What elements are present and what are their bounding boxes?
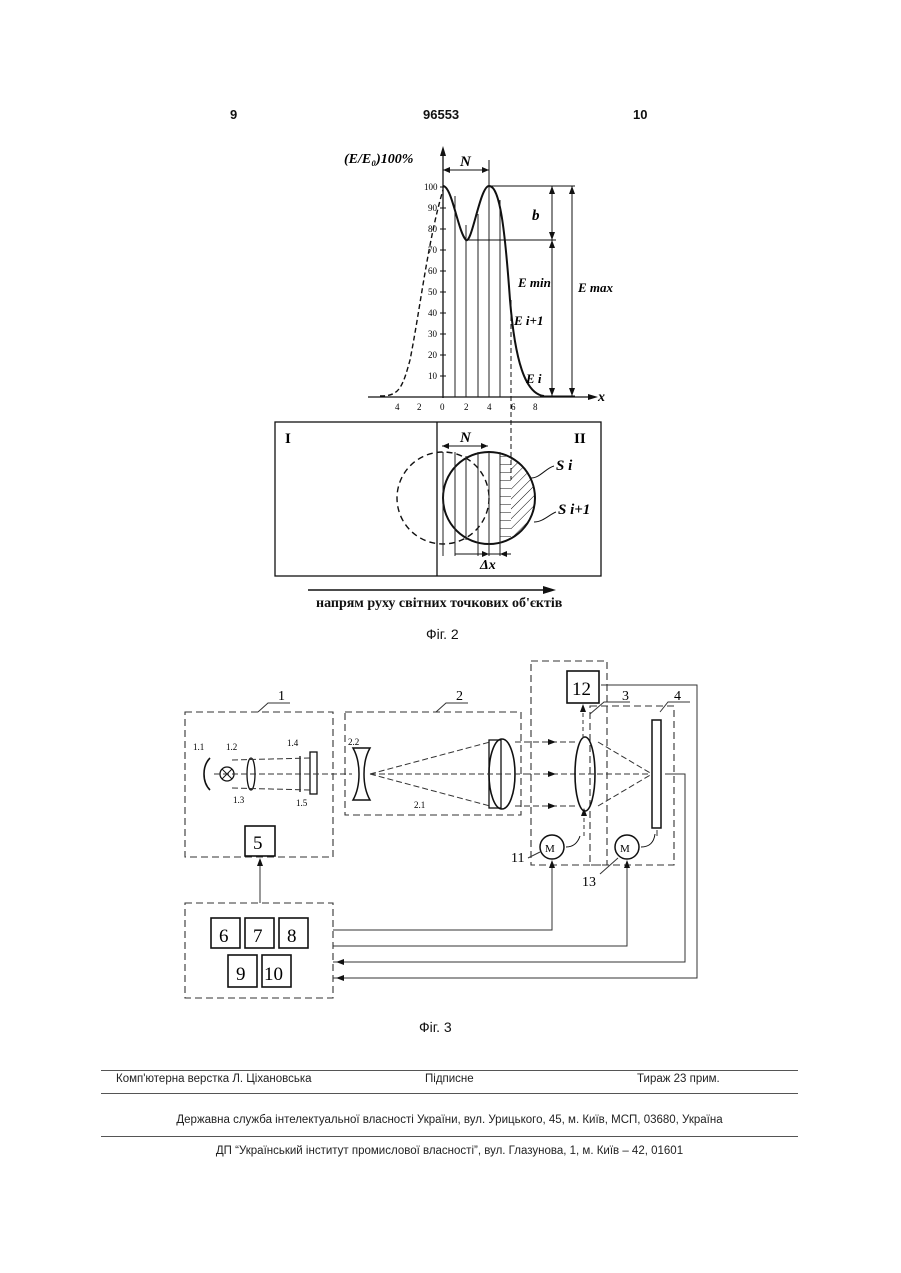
fig3-label-1: 1 <box>278 689 285 704</box>
fig3-label-10: 10 <box>264 964 283 985</box>
fig3-receiver <box>652 720 661 828</box>
fig3-label-12: 12 <box>572 679 591 700</box>
figure-2: (E/E₀)100% x 100 90 80 70 60 50 40 30 20… <box>0 140 901 620</box>
figure-3: 1 2 3 4 1.1 1.2 1.3 1.4 1.5 2.2 2.1 <box>0 650 901 1020</box>
patent-number: 96553 <box>423 107 459 122</box>
fig2-label-e-min: E min <box>517 275 551 290</box>
footer-rule-bottom <box>101 1136 798 1137</box>
fig3-label-11: 11 <box>511 851 524 866</box>
fig3-motor-11-label: M <box>545 843 555 855</box>
fig2-x-tick: 2 <box>464 402 469 412</box>
fig2-x-tick: 4 <box>395 402 400 412</box>
fig2-field-panel <box>275 422 601 576</box>
fig2-segment-s-i <box>511 450 541 546</box>
fig3-label-1-2: 1.2 <box>226 742 237 752</box>
fig2-x-tick: 2 <box>417 402 422 412</box>
fig2-intensity-curve <box>443 186 544 396</box>
fig2-y-arrow <box>440 146 446 156</box>
fig2-zone-i: I <box>285 431 291 447</box>
fig3-label-4: 4 <box>674 689 681 704</box>
fig2-label-n-bottom: N <box>459 430 472 446</box>
footer-rule-top <box>101 1070 798 1071</box>
fig2-label-e-i: E i <box>525 371 542 386</box>
fig3-label-13: 13 <box>582 875 596 890</box>
fig2-label-e-i1: E i+1 <box>513 313 543 328</box>
fig2-label-dx: Δx <box>479 558 496 573</box>
fig3-label-5: 5 <box>253 833 263 854</box>
fig3-lens-2-2 <box>353 748 370 800</box>
fig2-label-b: b <box>532 208 540 224</box>
page-number-right: 10 <box>633 107 647 122</box>
fig3-label-1-4: 1.4 <box>287 738 299 748</box>
footer-service: Державна служба інтелектуальної власност… <box>101 1114 798 1126</box>
page-number-left: 9 <box>230 107 237 122</box>
fig2-x-tick: 6 <box>511 402 516 412</box>
footer-signed: Підписне <box>425 1073 474 1085</box>
fig3-label-1-1: 1.1 <box>193 742 204 752</box>
fig2-y-tick: 30 <box>428 329 438 339</box>
fig3-block-2-frame <box>345 712 521 815</box>
fig3-label-2: 2 <box>456 689 463 704</box>
fig2-y-tick: 50 <box>428 287 438 297</box>
fig2-direction-text: напрям руху світних точкових об'єктів <box>316 596 562 612</box>
footer-circulation: Тираж 23 прим. <box>637 1073 720 1085</box>
fig2-x-tick: 0 <box>440 402 445 412</box>
fig2-x-tick: 4 <box>487 402 492 412</box>
fig3-caption: Фіг. 3 <box>419 1019 452 1035</box>
fig3-label-8: 8 <box>287 926 297 947</box>
fig2-y-tick: 60 <box>428 266 438 276</box>
fig2-label-s-i1: S i+1 <box>558 502 590 518</box>
fig2-x-tick: 8 <box>533 402 538 412</box>
fig3-label-9: 9 <box>236 964 246 985</box>
fig2-y-axis-label: (E/E₀)100% <box>344 152 413 167</box>
fig2-caption: Фіг. 2 <box>426 626 459 642</box>
fig3-label-7: 7 <box>253 926 263 947</box>
fig3-reflector <box>204 758 210 790</box>
footer-typesetting: Комп'ютерна верстка Л. Ціхановська <box>116 1073 312 1085</box>
fig2-y-tick: 20 <box>428 350 438 360</box>
fig2-x-arrow <box>588 394 598 400</box>
fig2-label-s-i: S i <box>556 458 573 474</box>
footer-institute: ДП “Український інститут промислової вла… <box>101 1145 798 1157</box>
fig2-y-tick: 90 <box>428 203 438 213</box>
fig2-y-tick: 10 <box>428 371 438 381</box>
fig3-label-2-1: 2.1 <box>414 800 425 810</box>
fig2-label-n-top: N <box>459 154 472 170</box>
footer-rule-mid <box>101 1093 798 1094</box>
fig3-label-1-3: 1.3 <box>233 795 245 805</box>
fig2-zone-ii: II <box>574 431 586 447</box>
fig2-segment-s-i1 <box>500 450 511 546</box>
fig2-y-tick: 100 <box>424 182 438 192</box>
fig3-test-object <box>310 752 317 794</box>
fig3-motor-13-label: M <box>620 843 630 855</box>
fig3-label-3: 3 <box>622 689 629 704</box>
fig3-label-6: 6 <box>219 926 229 947</box>
fig3-label-2-2: 2.2 <box>348 737 359 747</box>
fig3-label-1-5: 1.5 <box>296 798 308 808</box>
fig2-y-tick: 40 <box>428 308 438 318</box>
fig2-x-axis-label: x <box>597 390 605 405</box>
fig2-label-e-max: E max <box>577 280 614 295</box>
